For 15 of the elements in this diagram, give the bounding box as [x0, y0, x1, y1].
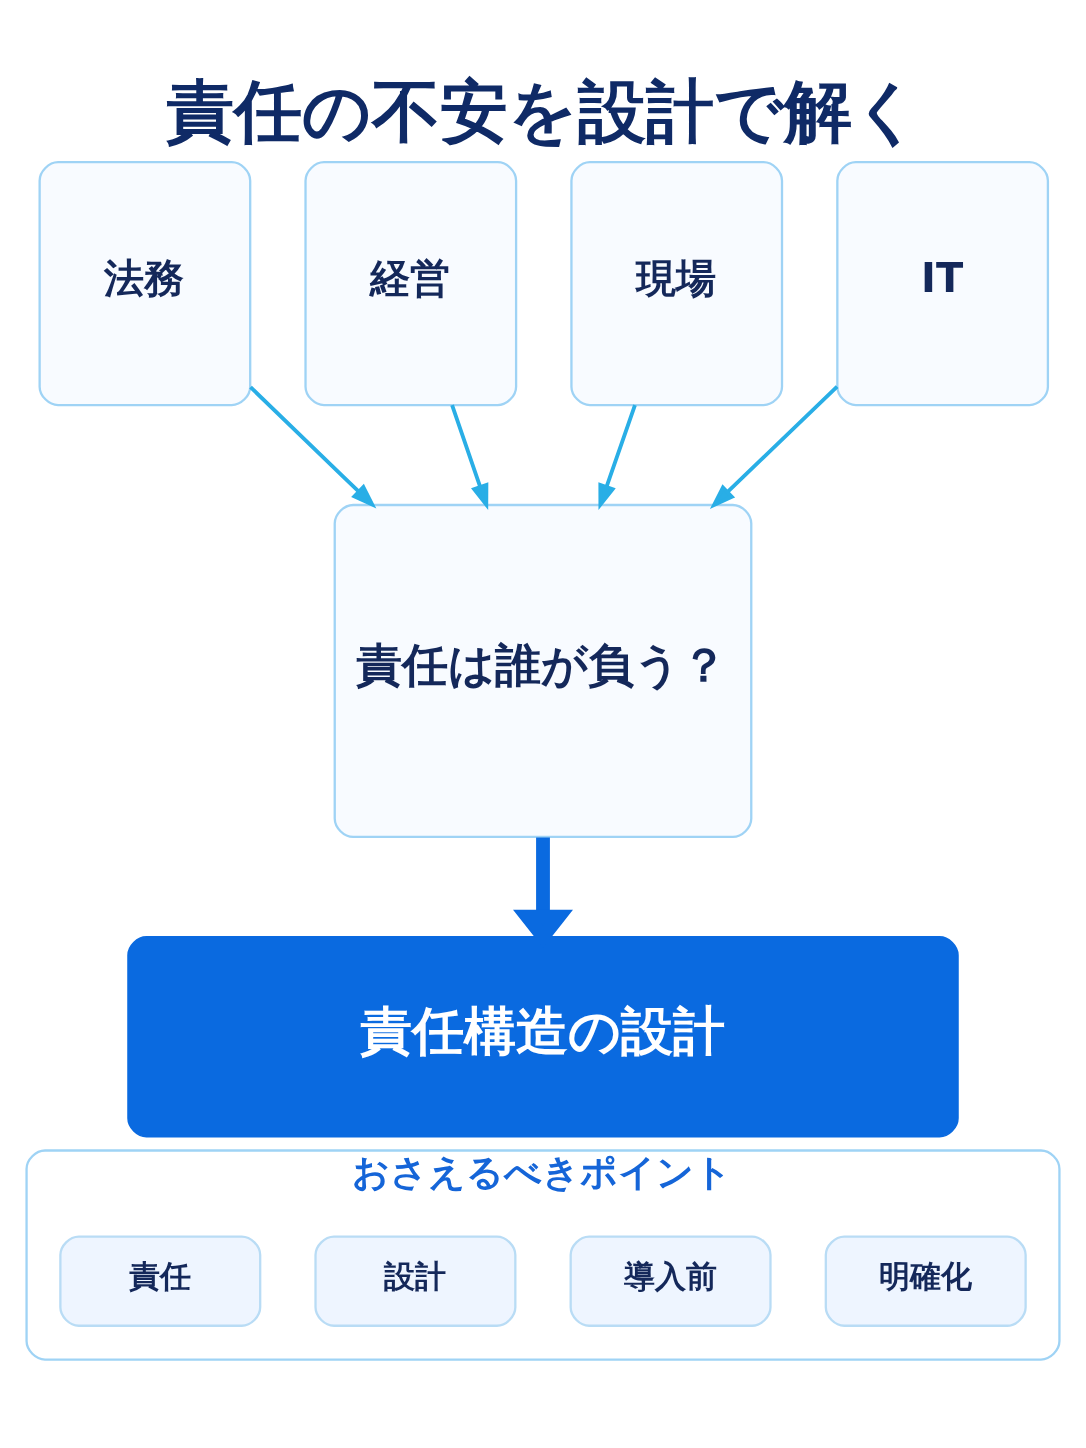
node-box: 明確化 [824, 1235, 1027, 1327]
arrow [450, 404, 489, 511]
node-box: 現場 [570, 161, 784, 407]
node-box: 責任は誰が負う？ [333, 503, 753, 839]
node-box: IT [836, 161, 1050, 407]
node-box: 経営 [304, 161, 518, 407]
arrow [709, 385, 839, 509]
node-box: 設計 [314, 1235, 517, 1327]
node-box: 責任構造の設計 [127, 936, 959, 1138]
diagram-title: 責任の不安を設計で解く [166, 71, 923, 151]
node-box: 法務 [38, 161, 252, 407]
arrow [598, 404, 637, 511]
node-box: 導入前 [569, 1235, 772, 1327]
node-box: 責任 [59, 1235, 262, 1327]
arrow [249, 385, 377, 509]
